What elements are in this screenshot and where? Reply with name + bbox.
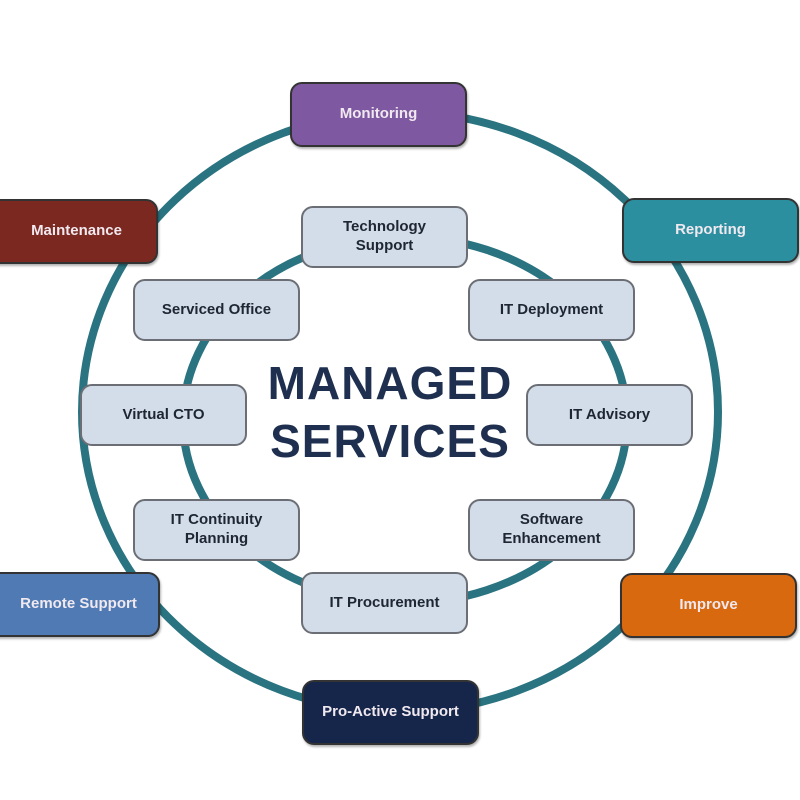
inner-item-it-deployment: IT Deployment (468, 279, 635, 341)
label: IT Procurement (329, 593, 440, 611)
inner-item-technology-support: Technology Support (301, 206, 468, 268)
outer-item-reporting: Reporting (622, 198, 799, 263)
label: Reporting (675, 221, 746, 239)
label: Software Enhancement (502, 511, 601, 547)
title-line-1: MANAGED (267, 357, 513, 409)
label: Improve (679, 596, 738, 614)
label: Monitoring (339, 105, 418, 123)
outer-item-remote-support: Remote Support (0, 572, 160, 637)
inner-item-serviced-office: Serviced Office (133, 279, 300, 341)
outer-item-improve: Improve (620, 573, 797, 638)
inner-item-it-procurement: IT Procurement (301, 572, 468, 634)
label: IT Deployment (499, 300, 604, 318)
label: Maintenance (31, 222, 122, 240)
label: Virtual CTO (122, 405, 205, 423)
label: Pro-Active Support (322, 703, 459, 721)
outer-item-pro-active-support: Pro-Active Support (302, 680, 479, 745)
title-line-2: SERVICES (270, 415, 510, 467)
label: IT Advisory (568, 405, 651, 423)
label: Remote Support (20, 595, 137, 613)
inner-item-it-advisory: IT Advisory (526, 384, 693, 446)
label: Technology Support (342, 218, 427, 254)
inner-item-virtual-cto: Virtual CTO (80, 384, 247, 446)
outer-item-maintenance: Maintenance (0, 199, 158, 264)
inner-item-software-enhancement: Software Enhancement (468, 499, 635, 561)
outer-item-monitoring: Monitoring (290, 82, 467, 147)
inner-item-it-continuity-planning: IT Continuity Planning (133, 499, 300, 561)
label: IT Continuity Planning (170, 511, 263, 547)
label: Serviced Office (161, 300, 272, 318)
